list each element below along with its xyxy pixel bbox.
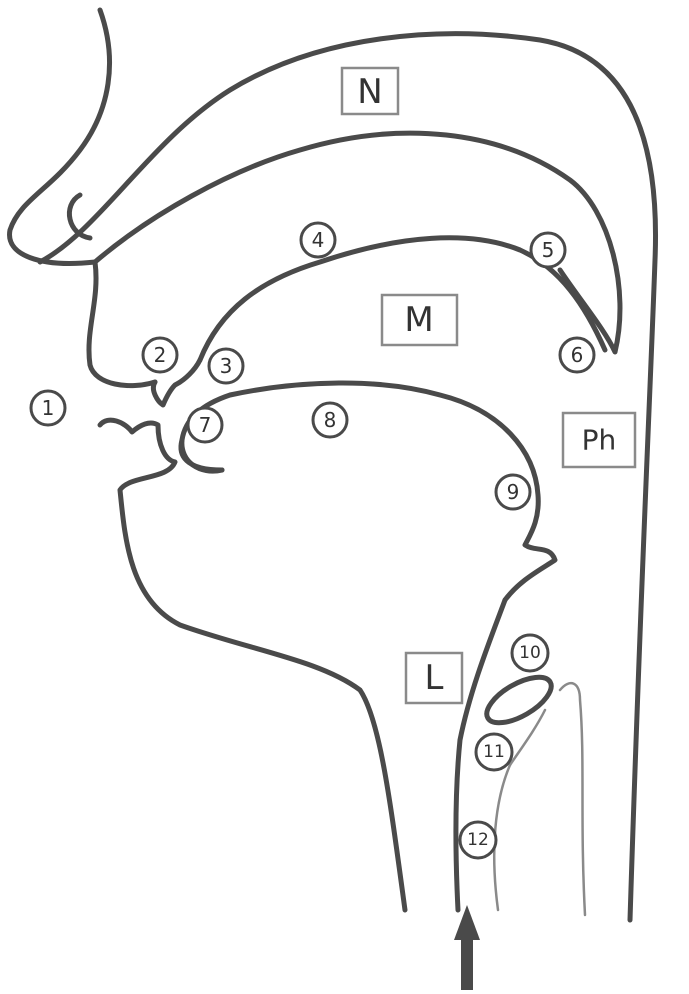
point-label-text: 1 xyxy=(42,396,55,420)
region-label-mouth: M xyxy=(382,295,457,345)
point-label-text: 6 xyxy=(571,343,584,367)
point-label-text: 4 xyxy=(312,228,325,252)
point-label-text: 7 xyxy=(199,413,212,437)
region-label-nasal: N xyxy=(342,68,398,114)
point-label-4: 4 xyxy=(301,223,335,257)
airflow-arrow-icon xyxy=(454,905,480,990)
region-label-larynx: L xyxy=(406,653,462,703)
point-label-8: 8 xyxy=(313,403,347,437)
region-label-pharynx-text: Ph xyxy=(582,424,617,457)
region-label-larynx-text: L xyxy=(425,658,444,698)
vocal-folds-outline xyxy=(480,668,558,732)
point-label-text: 3 xyxy=(220,354,233,378)
point-label-text: 8 xyxy=(324,408,337,432)
region-label-mouth-text: M xyxy=(404,300,433,340)
point-label-1: 1 xyxy=(31,391,65,425)
esophagus-outline xyxy=(560,683,585,915)
point-label-3: 3 xyxy=(209,349,243,383)
tongue-tip-outline xyxy=(181,440,222,470)
nasal-cavity-upper-outline xyxy=(40,34,656,920)
face-profile-outline xyxy=(10,10,155,386)
point-label-9: 9 xyxy=(496,475,530,509)
region-label-nasal-text: N xyxy=(357,72,382,112)
point-label-6: 6 xyxy=(560,338,594,372)
lower-lip-jaw-outline xyxy=(100,420,405,910)
point-label-text: 11 xyxy=(483,742,505,762)
point-label-11: 11 xyxy=(476,734,512,770)
point-label-12: 12 xyxy=(460,822,496,858)
point-label-7: 7 xyxy=(188,408,222,442)
point-label-text: 5 xyxy=(542,238,555,262)
point-label-text: 9 xyxy=(507,480,520,504)
point-label-text: 10 xyxy=(519,643,541,663)
point-label-text: 12 xyxy=(467,830,489,850)
point-label-5: 5 xyxy=(531,233,565,267)
point-label-2: 2 xyxy=(143,338,177,372)
airflow-arrow-shaft xyxy=(461,935,473,990)
point-label-text: 2 xyxy=(154,343,167,367)
point-label-10: 10 xyxy=(512,635,548,671)
region-label-pharynx: Ph xyxy=(563,413,635,467)
